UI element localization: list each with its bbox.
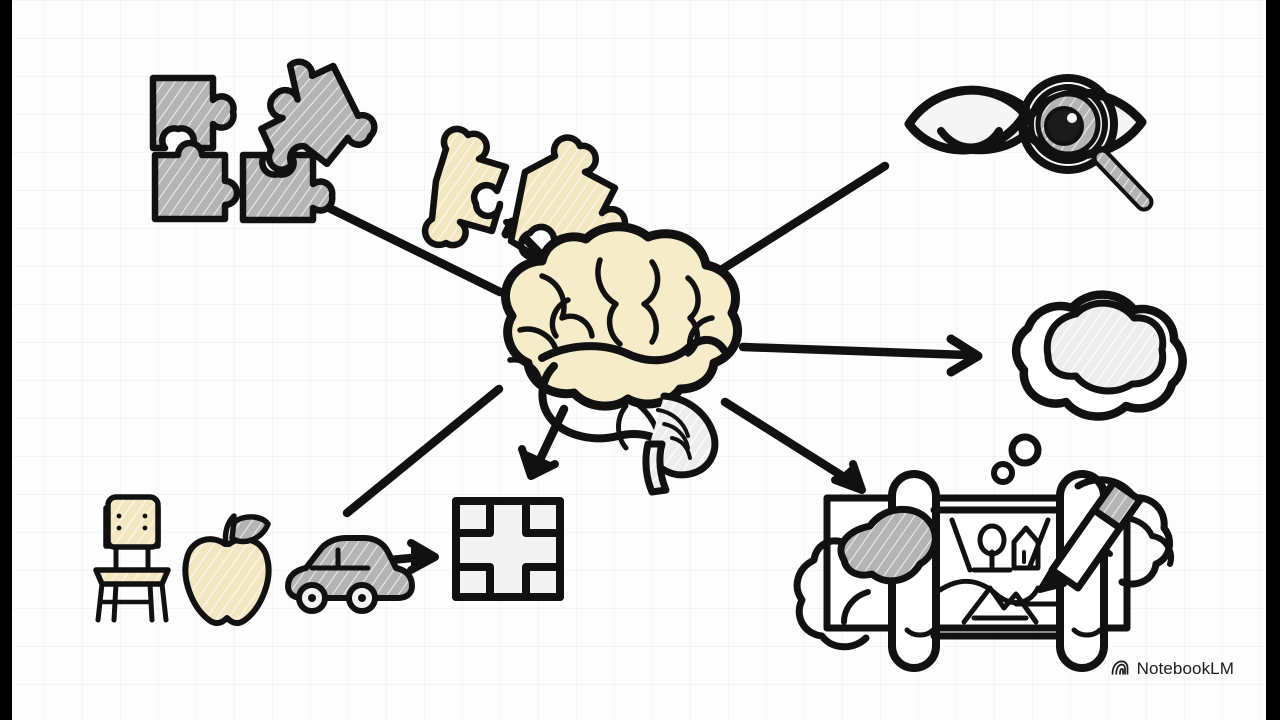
notebooklm-watermark: NotebookLM (1110, 658, 1234, 678)
apple-icon (182, 513, 272, 627)
objects-row-icon (93, 494, 415, 627)
notebooklm-spiral-icon (1111, 660, 1128, 675)
connector-group (314, 161, 983, 574)
connector-brain-to-cross (518, 404, 569, 480)
puzzle-pieces-gray-icon (149, 58, 378, 224)
whiteboard-canvas: NotebookLM (12, 0, 1266, 720)
thought-bubble-icon (991, 290, 1187, 485)
connector-brain-to-gray-puzzle (314, 198, 505, 297)
connector-brain-to-objects (342, 384, 504, 518)
eye-magnifier-icon (904, 74, 1154, 212)
connector-brain-to-eye (705, 161, 890, 282)
notebooklm-watermark-label: NotebookLM (1136, 658, 1234, 678)
letterbox-bar-right (1266, 0, 1280, 720)
diagram-artwork (93, 58, 1187, 672)
cross-in-square-icon (452, 497, 564, 601)
connector-brain-to-map (720, 397, 866, 494)
connector-brain-to-thought-bubble (738, 334, 983, 377)
chair-icon (93, 494, 171, 623)
car-icon (285, 535, 415, 614)
hands-map-pencil-icon (793, 470, 1174, 672)
brain-icon (501, 222, 743, 496)
letterbox-bar-left (0, 0, 12, 720)
